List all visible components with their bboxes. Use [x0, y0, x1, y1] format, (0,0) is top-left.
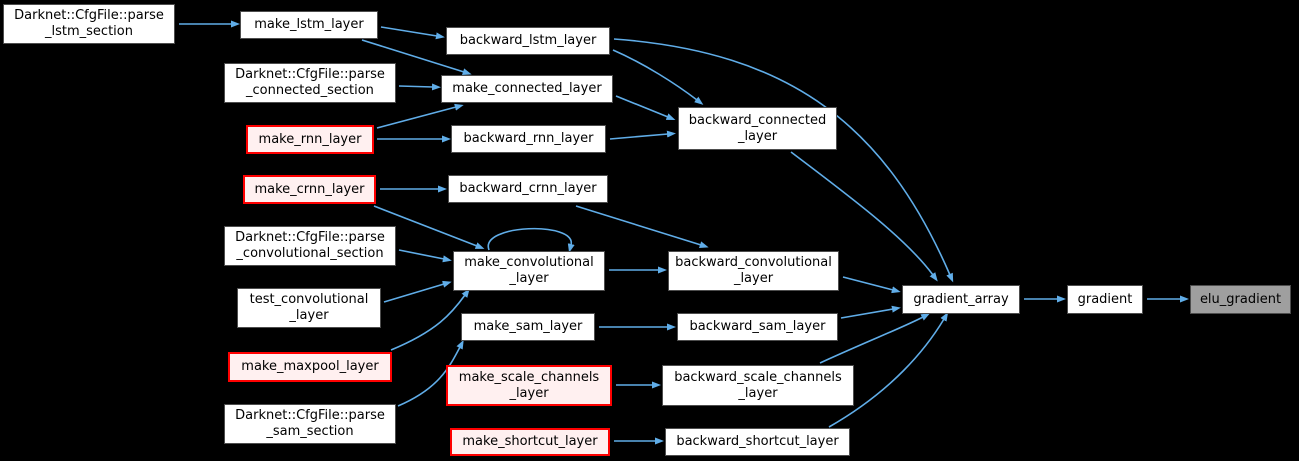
edge-backward-rnn-layer-to-backward-connected-layer — [609, 130, 676, 140]
edge-backward-shortcut-layer-to-gradient-array — [828, 312, 949, 428]
node-backward-rnn-layer[interactable]: backward_rnn_layer — [451, 125, 606, 153]
node-backward-lstm-layer[interactable]: backward_lstm_layer — [446, 27, 610, 55]
edge-backward-lstm-layer-to-gradient-array — [613, 38, 954, 283]
node-backward-connected-layer[interactable]: backward_connected _layer — [678, 107, 837, 150]
edge-parse-convolutional-section-to-make-convolutional-layer — [398, 249, 452, 263]
edge-parse-connected-section-to-make-connected-layer — [398, 83, 441, 91]
edge-make-convolutional-layer-self-loop — [487, 227, 575, 253]
node-gradient[interactable]: gradient — [1067, 285, 1143, 314]
node-backward-scale-channels-layer[interactable]: backward_scale_channels _layer — [662, 365, 854, 406]
node-backward-shortcut-layer[interactable]: backward_shortcut_layer — [665, 428, 850, 456]
edge-make-connected-layer-to-backward-connected-layer — [615, 95, 676, 120]
edge-test-convolutional-layer-to-make-convolutional-layer — [383, 280, 452, 303]
node-make-sam-layer[interactable]: make_sam_layer — [461, 313, 595, 341]
node-parse-convolutional-section[interactable]: Darknet::CfgFile::parse _convolutional_s… — [224, 226, 396, 266]
node-test-convolutional-layer[interactable]: test_convolutional _layer — [237, 288, 381, 328]
node-parse-connected-section[interactable]: Darknet::CfgFile::parse _connected_secti… — [224, 63, 396, 103]
edge-parse-sam-section-to-make-sam-layer — [397, 339, 464, 407]
edge-backward-crnn-layer-to-backward-convolutional-layer — [575, 205, 709, 249]
node-make-maxpool-layer[interactable]: make_maxpool_layer — [228, 352, 392, 382]
edge-backward-convolutional-layer-to-gradient-array — [842, 276, 901, 294]
node-backward-crnn-layer[interactable]: backward_crnn_layer — [448, 175, 608, 203]
edge-make-crnn-layer-to-make-convolutional-layer — [373, 205, 485, 249]
node-parse-sam-section[interactable]: Darknet::CfgFile::parse _sam_section — [224, 404, 396, 444]
node-gradient-array[interactable]: gradient_array — [902, 285, 1020, 314]
node-parse-lstm-section[interactable]: Darknet::CfgFile::parse _lstm_section — [3, 4, 175, 44]
edge-backward-lstm-layer-to-backward-connected-layer — [612, 49, 704, 105]
edge-make-rnn-layer-to-make-connected-layer — [376, 103, 464, 129]
node-make-shortcut-layer[interactable]: make_shortcut_layer — [450, 428, 610, 456]
edge-backward-sam-layer-to-gradient-array — [840, 305, 901, 319]
edge-make-maxpool-layer-to-make-convolutional-layer — [390, 288, 470, 351]
node-make-crnn-layer[interactable]: make_crnn_layer — [243, 175, 376, 204]
node-make-rnn-layer[interactable]: make_rnn_layer — [246, 125, 374, 154]
node-make-scale-channels-layer[interactable]: make_scale_channels _layer — [446, 365, 612, 406]
node-backward-sam-layer[interactable]: backward_sam_layer — [677, 313, 838, 341]
edge-make-lstm-layer-to-make-connected-layer — [361, 39, 472, 76]
edge-backward-connected-layer-to-gradient-array — [790, 151, 938, 282]
edge-make-lstm-layer-to-backward-lstm-layer — [380, 26, 445, 40]
node-make-lstm-layer[interactable]: make_lstm_layer — [240, 11, 378, 39]
node-make-convolutional-layer[interactable]: make_convolutional _layer — [453, 251, 605, 291]
node-backward-convolutional-layer[interactable]: backward_convolutional _layer — [668, 251, 839, 291]
edge-backward-scale-channels-layer-to-gradient-array — [819, 313, 931, 364]
node-elu-gradient: elu_gradient — [1190, 285, 1291, 314]
node-make-connected-layer[interactable]: make_connected_layer — [441, 75, 613, 103]
